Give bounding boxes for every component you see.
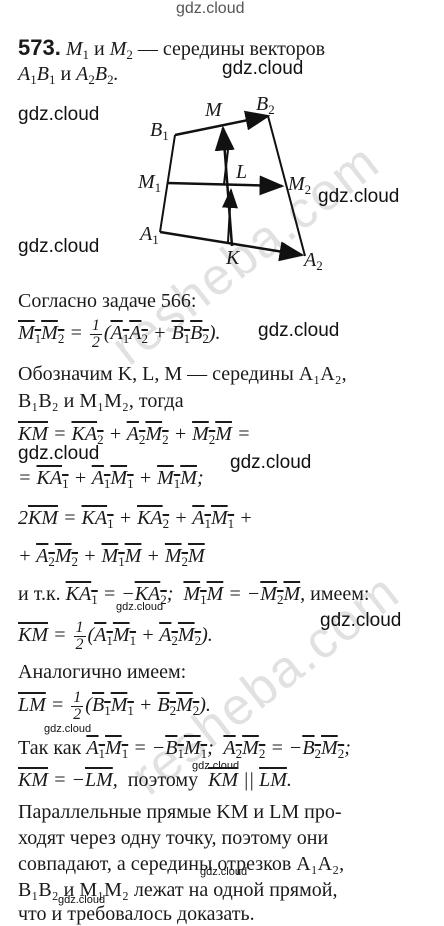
side-b2-a2 <box>267 115 306 257</box>
according-line: Согласно задаче 566: <box>18 290 197 312</box>
site-watermark-small: gdz.cloud <box>200 866 248 878</box>
site-watermark: gdz.cloud <box>222 58 304 79</box>
so-as-line: Так как A1M1 = −B1M1; A2M2 = −B2M2; <box>18 737 351 761</box>
label-b1: B1 <box>150 119 169 143</box>
vector-m1m2 <box>166 175 285 196</box>
parallel-line-3: совпадают, а середины отрезков A₁A₂, <box>18 853 345 875</box>
site-watermark: gdz.cloud <box>258 320 340 341</box>
site-watermark: gdz.cloud <box>18 236 100 257</box>
site-watermark-top: gdz.cloud <box>176 0 245 17</box>
statement-part1: и <box>89 38 110 60</box>
therefore-line: KM = −LM, поэтому KM || LM. <box>18 769 292 791</box>
label-k: K <box>226 247 240 269</box>
statement-part2: — середины векторов <box>132 38 326 60</box>
formula-2km: 2KM = KA1 + KA2 + A1M1 + <box>18 507 253 531</box>
since-word: и т.к. <box>18 583 61 605</box>
segment-lm <box>223 149 229 185</box>
problem-header: 573. M1 и M2 — середины векторов <box>18 35 326 63</box>
problem-number: 573. <box>18 35 61 60</box>
site-watermark-small: gdz.cloud <box>44 723 92 735</box>
site-watermark: gdz.cloud <box>18 443 100 464</box>
parallel-line-2: ходят через одну точку, поэтому они <box>18 827 329 849</box>
site-watermark-small: gdz.cloud <box>58 894 106 906</box>
so-as-word: Так как <box>18 737 82 759</box>
formula-km-2: = KA1 + A1M1 + M1M; <box>18 467 204 491</box>
formula-2km-cont: + A2M2 + M1M + M2M <box>18 545 205 569</box>
similarly-line: Аналогично имеем: <box>18 661 187 683</box>
site-watermark: gdz.cloud <box>318 186 400 207</box>
denote-line: Обозначим K, L, M — середины A₁A₂, <box>18 363 347 385</box>
label-m: M <box>205 99 222 121</box>
label-b2: B2 <box>256 93 275 117</box>
vectors-line: A1B1 и A2B2. <box>18 63 119 87</box>
label-a1: A1 <box>140 223 159 247</box>
site-watermark: gdz.cloud <box>230 452 312 473</box>
parallel-line-4: B₁B₂ и M₁M₂ лежат на одной прямой, <box>18 879 338 901</box>
vector-km <box>214 125 235 247</box>
denote-line-2: B₁B₂ и M₁M₂, тогда <box>18 390 184 412</box>
label-m2: M2 <box>288 173 312 197</box>
parallel-line-5: что и требовалось доказать. <box>18 903 255 925</box>
have-word: имеем: <box>310 583 370 605</box>
formula-km-1: KM = KA2 + A2M2 + M2M = <box>18 423 251 447</box>
label-a2: A2 <box>304 249 323 273</box>
label-m1: M1 <box>138 171 162 195</box>
vector-kl <box>221 188 238 243</box>
site-watermark: gdz.cloud <box>18 104 100 125</box>
vector-b1b2 <box>174 110 271 137</box>
site-watermark-small: gdz.cloud <box>192 760 240 772</box>
and-word: и <box>60 63 72 85</box>
site-watermark: gdz.cloud <box>320 610 402 631</box>
label-l: L <box>236 161 248 183</box>
site-watermark-small: gdz.cloud <box>116 601 164 613</box>
since-line: и т.к. KA1 = −KA2; M1M = −M2M, имеем: <box>18 583 370 607</box>
quadrilateral-figure <box>159 110 306 262</box>
parallel-line-1: Параллельные прямые KM и LM про- <box>18 801 342 823</box>
therefore-word: поэтому <box>127 769 199 791</box>
